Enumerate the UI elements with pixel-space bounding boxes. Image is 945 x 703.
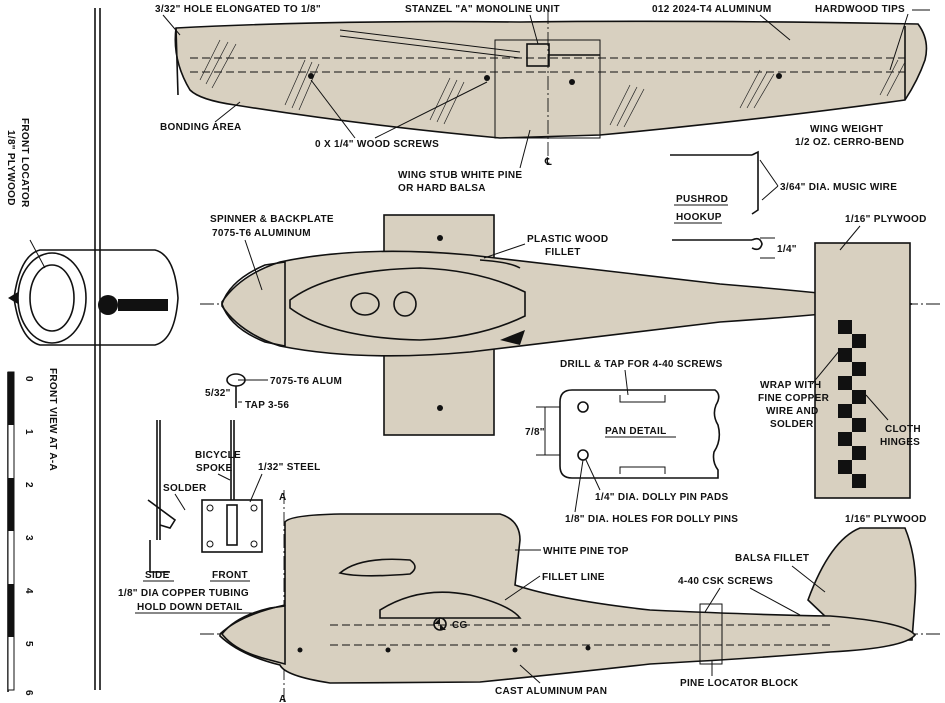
label-wood-screws: 0 X 1/4" WOOD SCREWS (315, 139, 439, 150)
label-front: FRONT (212, 570, 248, 581)
label-side: SIDE (145, 570, 170, 581)
label-pushrod: PUSHROD (676, 194, 728, 205)
label-hookup: HOOKUP (676, 212, 722, 223)
label-wrap-2: FINE COPPER (758, 393, 830, 404)
pushrod-hookup-detail: PUSHROD HOOKUP 3/64" DIA. MUSIC WIRE 1/4… (670, 150, 897, 259)
label-pan-detail: PAN DETAIL (605, 426, 667, 437)
label-drill-tap: DRILL & TAP FOR 4-40 SCREWS (560, 359, 723, 370)
centerline-symbol: ℄ (544, 157, 552, 168)
label-solder: SOLDER (163, 483, 207, 494)
fuselage-top-view: SPINNER & BACKPLATE 7075-T6 ALUMINUM PLA… (200, 214, 940, 499)
label-dolly-holes: 1/8" DIA. HOLES FOR DOLLY PINS (565, 514, 738, 525)
label-cast-pan: CAST ALUMINUM PAN (495, 686, 607, 697)
inch-scale: 0 1 2 3 4 5 6 (7, 371, 34, 696)
label-plywood-top: 1/16" PLYWOOD (845, 214, 927, 225)
label-wing-stub-2: OR HARD BALSA (398, 183, 486, 194)
label-steel: 1/32" STEEL (258, 462, 321, 473)
label-wing-weight-2: 1/2 OZ. CERRO-BEND (795, 137, 904, 148)
label-plywood-fin: 1/16" PLYWOOD (845, 514, 927, 525)
label-spinner-1: SPINNER & BACKPLATE (210, 214, 334, 225)
label-spinner-2: 7075-T6 ALUMINUM (212, 228, 311, 239)
label-bicycle: BICYCLE (195, 450, 241, 461)
scale-tick-6: 6 (23, 690, 34, 696)
hold-down-detail: BICYCLE SPOKE 1/32" STEEL SOLDER SIDE FR… (118, 420, 321, 614)
label-five-32: 5/32" (205, 388, 231, 399)
scale-tick-1: 1 (23, 429, 34, 435)
label-pine-block: PINE LOCATOR BLOCK (680, 678, 799, 689)
label-dolly-pads: 1/4" DIA. DOLLY PIN PADS (595, 492, 728, 503)
label-aluminum-sheet: 012 2024-T4 ALUMINUM (652, 4, 772, 15)
front-view-a-a: FRONT LOCATOR 1/8" PLYWOOD FRONT VIEW AT… (5, 8, 179, 690)
label-copper-tubing: 1/8" DIA COPPER TUBING (118, 588, 249, 599)
label-tap: TAP 3-56 (245, 400, 289, 411)
label-plastic-wood-2: FILLET (545, 247, 581, 258)
label-white-pine-top: WHITE PINE TOP (543, 546, 629, 557)
label-section-a-top: A (279, 492, 287, 503)
label-hardwood-tips: HARDWOOD TIPS (815, 4, 905, 15)
label-quarter: 1/4" (777, 244, 797, 255)
label-balsa-fillet: BALSA FILLET (735, 553, 809, 564)
label-cg: CG (452, 620, 468, 631)
screw-detail: 7075-T6 ALUM 5/32" TAP 3-56 (205, 373, 342, 411)
label-wrap-4: SOLDER (770, 419, 814, 430)
label-stanzel: STANZEL "A" MONOLINE UNIT (405, 4, 560, 15)
label-front-locator-2: 1/8" PLYWOOD (5, 130, 16, 206)
label-alum-7075: 7075-T6 ALUM (270, 376, 342, 387)
wing-plan-view: 3/32" HOLE ELONGATED TO 1/8" STANZEL "A"… (155, 4, 930, 194)
scale-tick-4: 4 (23, 588, 34, 594)
label-cloth: CLOTH (885, 424, 921, 435)
label-hole: 3/32" HOLE ELONGATED TO 1/8" (155, 4, 321, 15)
pan-detail: DRILL & TAP FOR 4-40 SCREWS 7/8" PAN DET… (525, 359, 738, 525)
label-csk-screws: 4-40 CSK SCREWS (678, 576, 773, 587)
label-wrap-3: WIRE AND (766, 406, 819, 417)
label-plastic-wood-1: PLASTIC WOOD (527, 234, 608, 245)
label-hold-down: HOLD DOWN DETAIL (137, 602, 243, 613)
scale-tick-5: 5 (23, 641, 34, 647)
label-wrap-1: WRAP WITH (760, 380, 821, 391)
label-wing-stub-1: WING STUB WHITE PINE (398, 170, 522, 181)
scale-tick-2: 2 (23, 482, 34, 488)
label-seven-8: 7/8" (525, 427, 545, 438)
label-spoke: SPOKE (196, 463, 233, 474)
fuselage-side-view: A A WHITE PINE TOP BALSA FILLET FILLET L… (200, 490, 940, 703)
scale-tick-3: 3 (23, 535, 34, 541)
label-front-view: FRONT VIEW AT A-A (47, 368, 58, 471)
label-section-a-bottom: A (279, 694, 287, 703)
label-music-wire: 3/64" DIA. MUSIC WIRE (780, 182, 897, 193)
label-bonding-area: BONDING AREA (160, 122, 242, 133)
label-front-locator-1: FRONT LOCATOR (19, 118, 30, 208)
label-wing-weight-1: WING WEIGHT (810, 124, 883, 135)
label-hinges: HINGES (880, 437, 920, 448)
scale-tick-0: 0 (23, 376, 34, 382)
label-fillet-line: FILLET LINE (542, 572, 605, 583)
